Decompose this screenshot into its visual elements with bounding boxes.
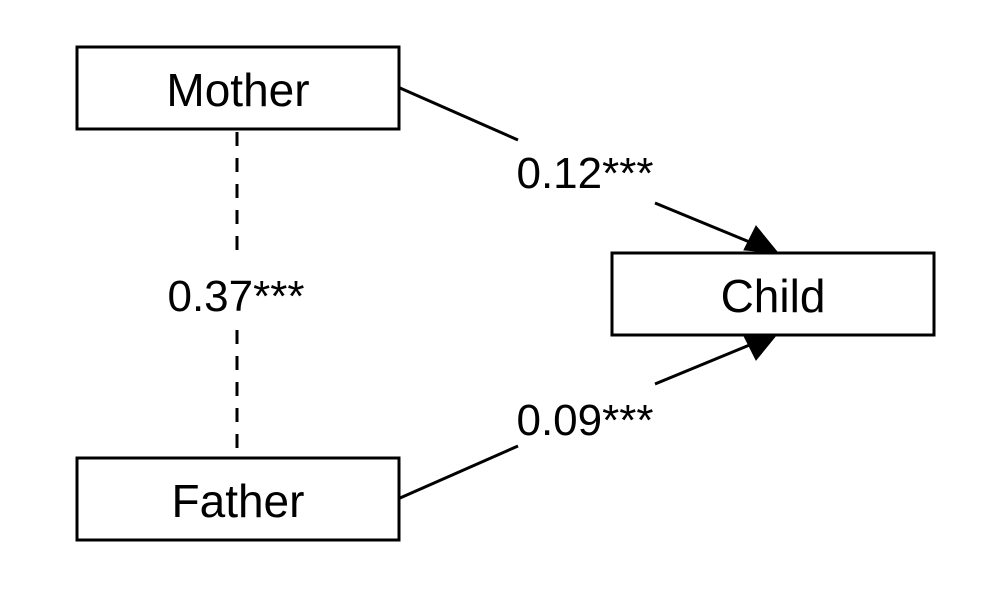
mother-node-box	[75, 45, 401, 131]
father-node-label: Father	[172, 475, 305, 527]
mother-child-path-line-lower	[654, 201, 753, 245]
mother-child-path-label: 0.12***	[516, 149, 653, 198]
child-node-box	[610, 251, 936, 337]
mother-child-arrowhead	[743, 225, 780, 254]
father-child-arrowhead	[743, 332, 780, 361]
father-node: Father	[75, 456, 401, 542]
child-node: Child	[610, 251, 936, 337]
mother-child-path-line-upper	[399, 86, 519, 142]
mother-node: Mother	[75, 45, 401, 131]
father-child-path-line-lower	[399, 444, 519, 500]
father-child-path-label: 0.09***	[516, 396, 653, 445]
mother-node-label: Mother	[166, 64, 309, 116]
child-node-label: Child	[721, 270, 826, 322]
father-node-box	[75, 456, 401, 542]
mother-father-correlation-label: 0.37***	[167, 272, 304, 321]
father-child-path-line-upper	[654, 342, 753, 386]
